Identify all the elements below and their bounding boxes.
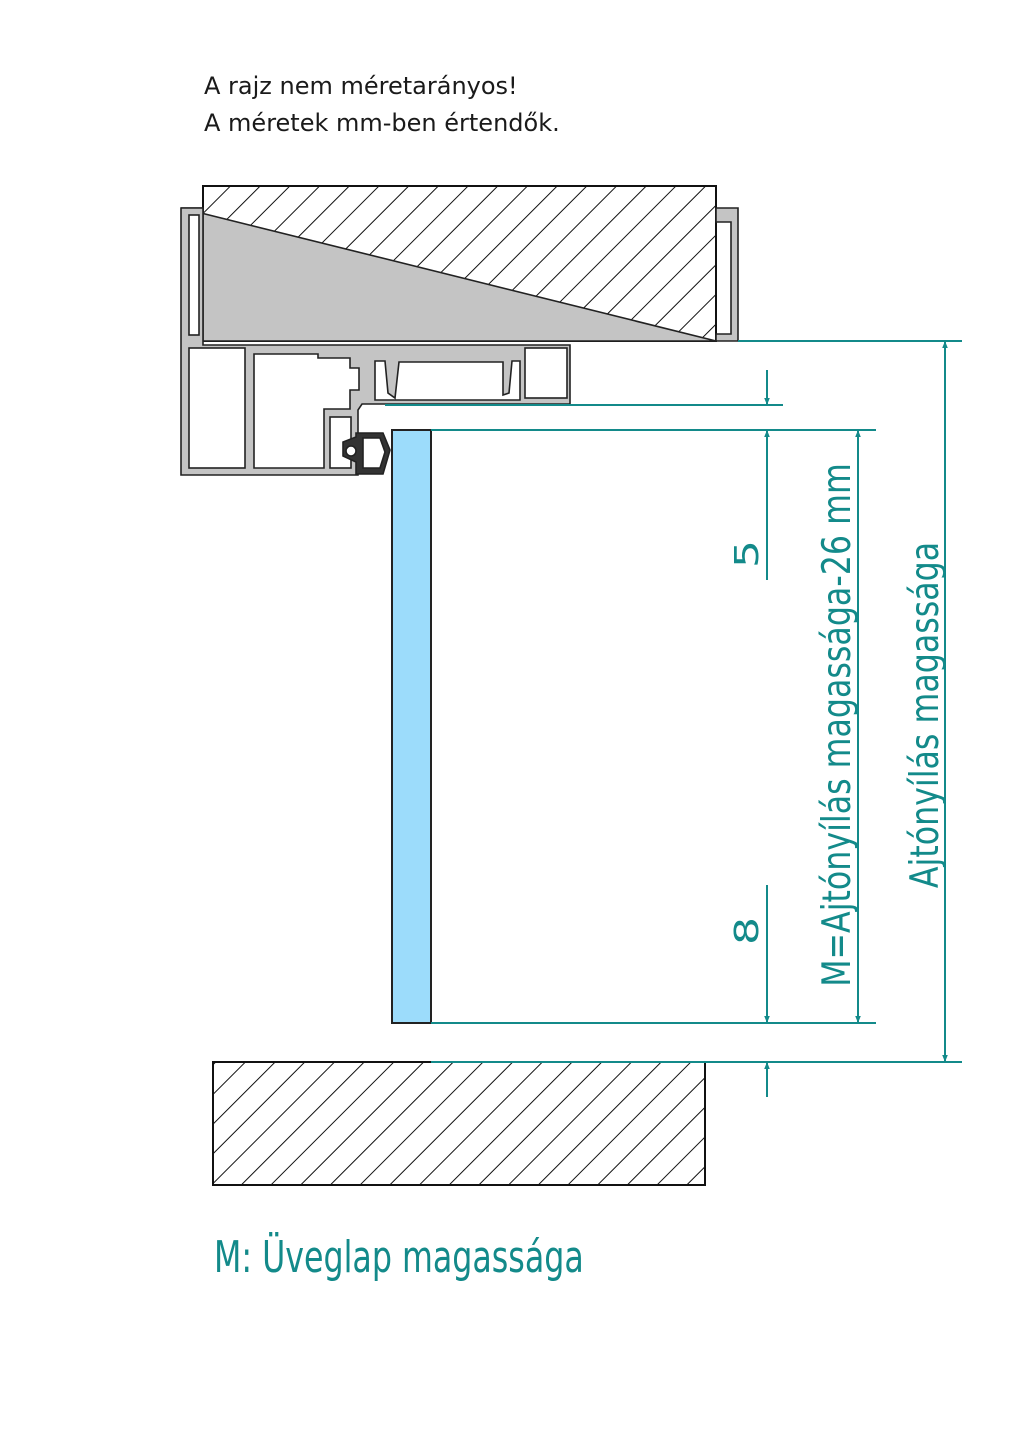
bottom-floor-section xyxy=(212,1061,706,1186)
dimension-lines xyxy=(385,340,962,1097)
dim-label-5: 5 xyxy=(728,540,766,568)
note-units-mm: A méretek mm-ben értendők. xyxy=(204,109,560,137)
aluminium-frame-profile xyxy=(180,207,739,476)
dim-label-8: 8 xyxy=(728,917,766,945)
note-not-to-scale: A rajz nem méretarányos! xyxy=(204,72,518,100)
dim-label-glass-height: M=Ajtónyílás magassága-26 mm xyxy=(815,463,860,987)
glass-panel xyxy=(391,429,432,1024)
legend-glass-height: M: Üveglap magassága xyxy=(214,1232,584,1283)
dim-label-opening-height: Ajtónyílás magassága xyxy=(903,542,948,888)
